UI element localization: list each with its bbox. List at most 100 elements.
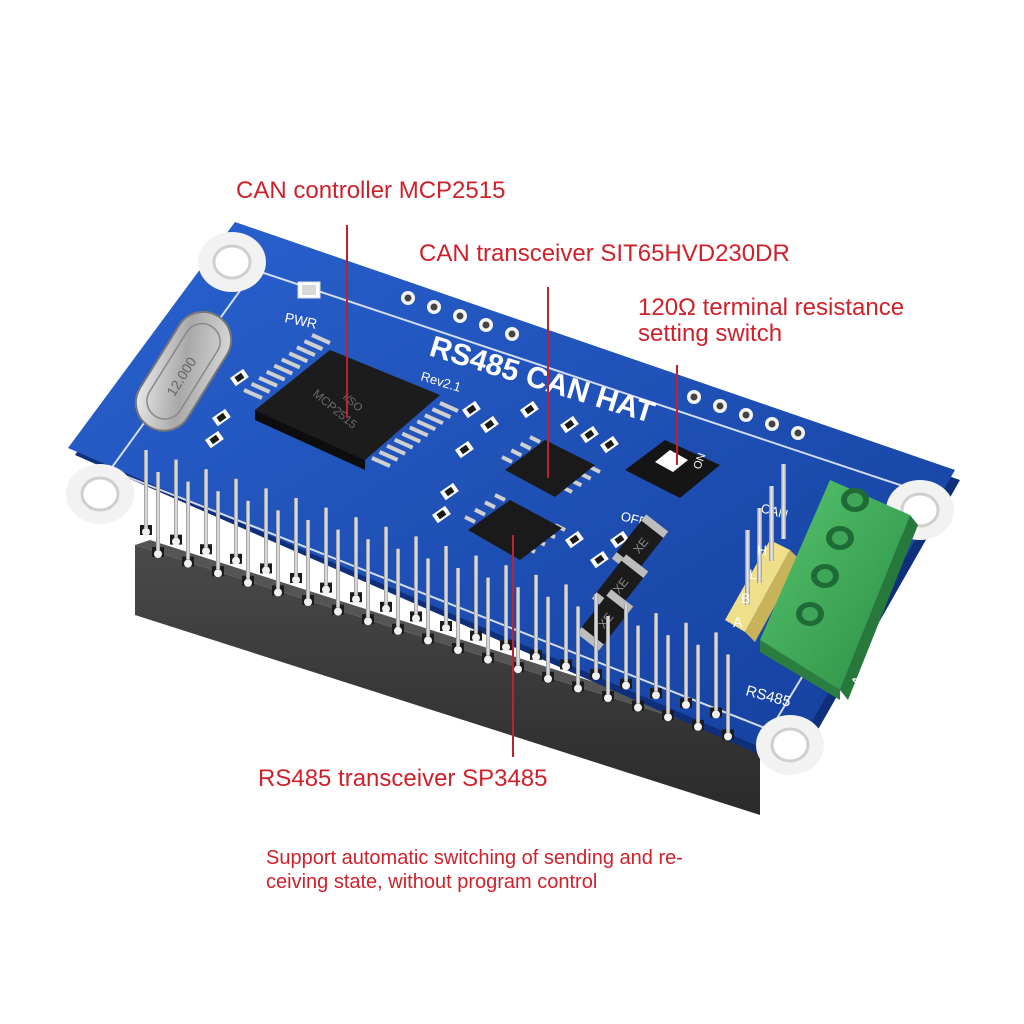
callout-terminal-line1: 120Ω terminal resistance	[638, 294, 905, 321]
gpio-pad	[442, 624, 450, 632]
gpio-pin	[444, 546, 448, 624]
ic-pin	[424, 413, 444, 426]
pin-label: L	[749, 566, 757, 582]
ic-pin	[474, 507, 486, 517]
smd-part-body	[444, 486, 455, 497]
crystal-oscillator: 12.000	[134, 310, 233, 432]
ic-pin	[494, 493, 506, 502]
ic-pin	[431, 407, 452, 419]
header-pad-hole	[430, 303, 438, 311]
gpio-pad	[322, 585, 330, 594]
ic-pin	[288, 351, 309, 364]
terminal-screw-head	[832, 531, 848, 545]
terminal-resistor-switch[interactable]: ON	[625, 440, 720, 498]
gpio-pin	[534, 574, 538, 653]
smd-part-body	[466, 404, 477, 415]
gpio-pin	[726, 654, 730, 733]
gpio-pin	[414, 536, 418, 615]
gpio-pin	[384, 526, 388, 605]
gpio-pad	[664, 713, 672, 722]
gpio-pin	[504, 565, 508, 644]
gpio-pad	[232, 556, 240, 565]
gpio-pin	[486, 577, 490, 656]
gpio-pad	[172, 537, 180, 546]
terminal-screw-head	[802, 607, 818, 621]
smd-part-body	[459, 444, 470, 455]
gpio-pin	[144, 450, 148, 528]
gpio-pin	[366, 539, 370, 618]
ic-pin	[280, 357, 301, 370]
ic-pin	[378, 450, 399, 462]
gpio-pin	[264, 488, 268, 567]
gpio-pad	[592, 672, 600, 680]
gpio-pad	[514, 665, 522, 674]
gpio-pin	[576, 606, 580, 685]
gpio-pad	[274, 588, 282, 597]
ic-pin	[303, 339, 324, 351]
gpio-pad	[244, 578, 252, 587]
ic-pin	[529, 435, 541, 444]
gpio-pin	[204, 469, 208, 548]
ic-pin	[589, 465, 601, 474]
gpio-pad	[544, 674, 552, 683]
can-transceiver-chip	[501, 435, 601, 497]
header-pad-hole	[404, 294, 412, 302]
gpio-pin	[564, 584, 568, 663]
ic-pin	[371, 456, 391, 468]
ic-pin	[258, 375, 278, 388]
callout-can-transceiver: CAN transceiver SIT65HVD230DR	[419, 240, 790, 267]
terminal-label: B	[867, 642, 887, 658]
gpio-pin	[456, 568, 460, 646]
gpio-pad	[424, 636, 432, 645]
gpio-pin	[294, 498, 298, 576]
gpio-pad	[142, 528, 150, 536]
yellow-pin-header[interactable]	[725, 464, 800, 642]
smd-part-body	[436, 509, 447, 520]
smd-part-body	[524, 404, 535, 415]
ic-pin	[265, 369, 286, 382]
ic-pin	[311, 333, 331, 345]
ic-pin	[519, 441, 532, 451]
ic-pin	[296, 345, 316, 358]
gpio-pad	[712, 710, 720, 719]
mounting-hole	[66, 464, 134, 524]
smd-part-body	[584, 429, 595, 440]
gpio-pad	[682, 700, 690, 709]
ic-pin	[243, 388, 263, 400]
ic-pin	[401, 431, 422, 444]
gpio-pad	[262, 566, 270, 575]
header-pad-hole	[768, 420, 776, 428]
smd-part-body	[234, 372, 245, 383]
terminal-block[interactable]	[760, 480, 918, 700]
header-pin	[745, 530, 750, 605]
smd-part-body	[569, 534, 580, 545]
gpio-pin	[624, 603, 628, 682]
gpio-pad	[382, 604, 390, 613]
callout-terminal-line2: setting switch	[638, 320, 783, 347]
gpio-pin	[666, 635, 670, 714]
terminal-screw-head	[847, 493, 863, 507]
gpio-pin	[474, 555, 478, 634]
gpio-pad	[622, 681, 630, 690]
gpio-pad	[304, 598, 312, 606]
header-pad-hole	[794, 429, 802, 437]
gpio-pad	[652, 691, 660, 700]
diode-lead	[641, 514, 669, 538]
header-pad-hole	[482, 321, 490, 329]
rs485-transceiver-chip	[464, 493, 566, 560]
header-pads	[401, 291, 805, 440]
gpio-pin	[654, 613, 658, 692]
pin-label: H	[757, 542, 767, 558]
gpio-pad	[202, 547, 210, 556]
pwr-led	[297, 281, 321, 299]
gpio-pad	[502, 643, 510, 652]
smd-components	[205, 368, 629, 569]
ic-pin	[393, 437, 414, 450]
gpio-pad	[472, 633, 480, 642]
ic-pin	[464, 515, 476, 524]
header-pad-hole	[742, 411, 750, 419]
ic-pin	[501, 455, 513, 464]
gpio-pad	[292, 576, 300, 584]
